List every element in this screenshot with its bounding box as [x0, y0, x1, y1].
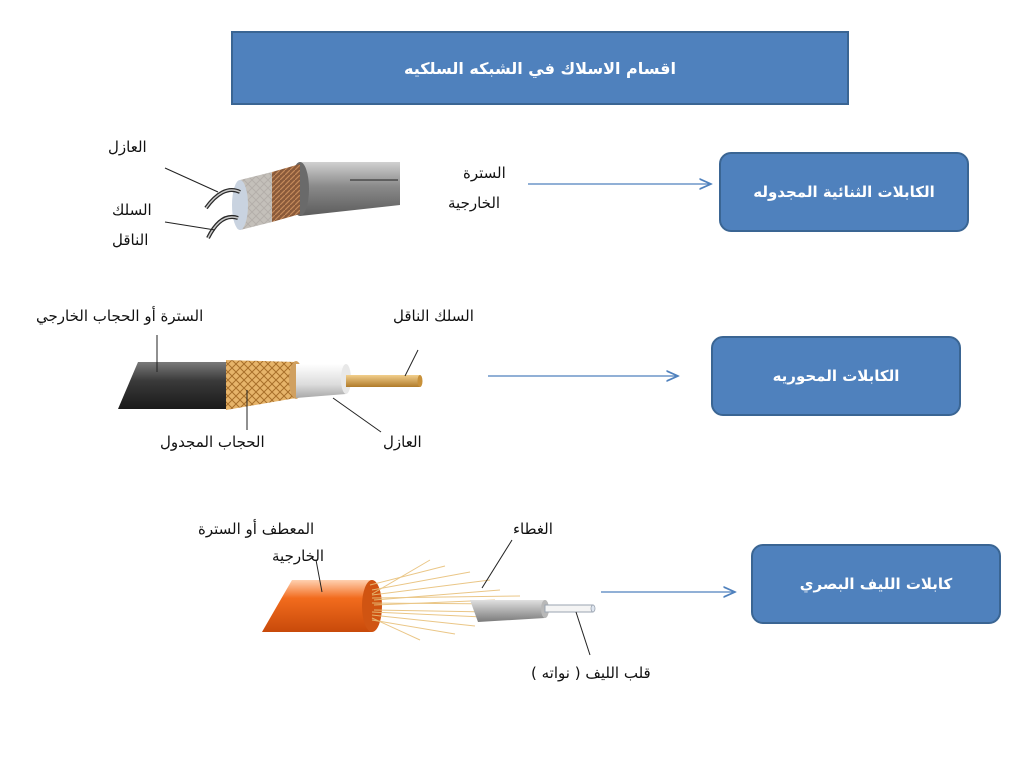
tp-jacket-label-line2: الخارجية [448, 194, 501, 212]
twisted-pair-cable [164, 162, 400, 239]
tp-jacket-label-line1: السترة [463, 164, 506, 182]
coax-jacket-label: السترة أو الحجاب الخارجي [36, 307, 204, 325]
coax-conductor-label: السلك الناقل [393, 307, 474, 325]
fiber-core-label: قلب الليف ( نواته ) [531, 664, 651, 682]
coax-braid-label: الحجاب المجدول [160, 433, 265, 451]
tp-wire-label-line1: السلك [112, 201, 152, 219]
fiber-jacket-label-line2: الخارجية [272, 547, 325, 565]
page-title: اقسام الاسلاك في الشبكه السلكيه [231, 31, 849, 105]
fiber-optic-box: كابلات الليف البصري [751, 544, 1001, 624]
fiber-jacket-label-line1: المعطف أو السترة [198, 520, 315, 538]
fiber-optic-cable [262, 539, 596, 656]
tp-insulator-label: العازل [108, 138, 147, 156]
coaxial-cable [118, 335, 423, 433]
fiber-cover-label: الغطاء [513, 520, 553, 538]
coaxial-box: الكابلات المحوريه [711, 336, 961, 416]
twisted-pair-box: الكابلات الثنائية المجدوله [719, 152, 969, 232]
coax-insulator-label: العازل [383, 433, 422, 451]
tp-wire-label-line2: الناقل [112, 231, 149, 249]
